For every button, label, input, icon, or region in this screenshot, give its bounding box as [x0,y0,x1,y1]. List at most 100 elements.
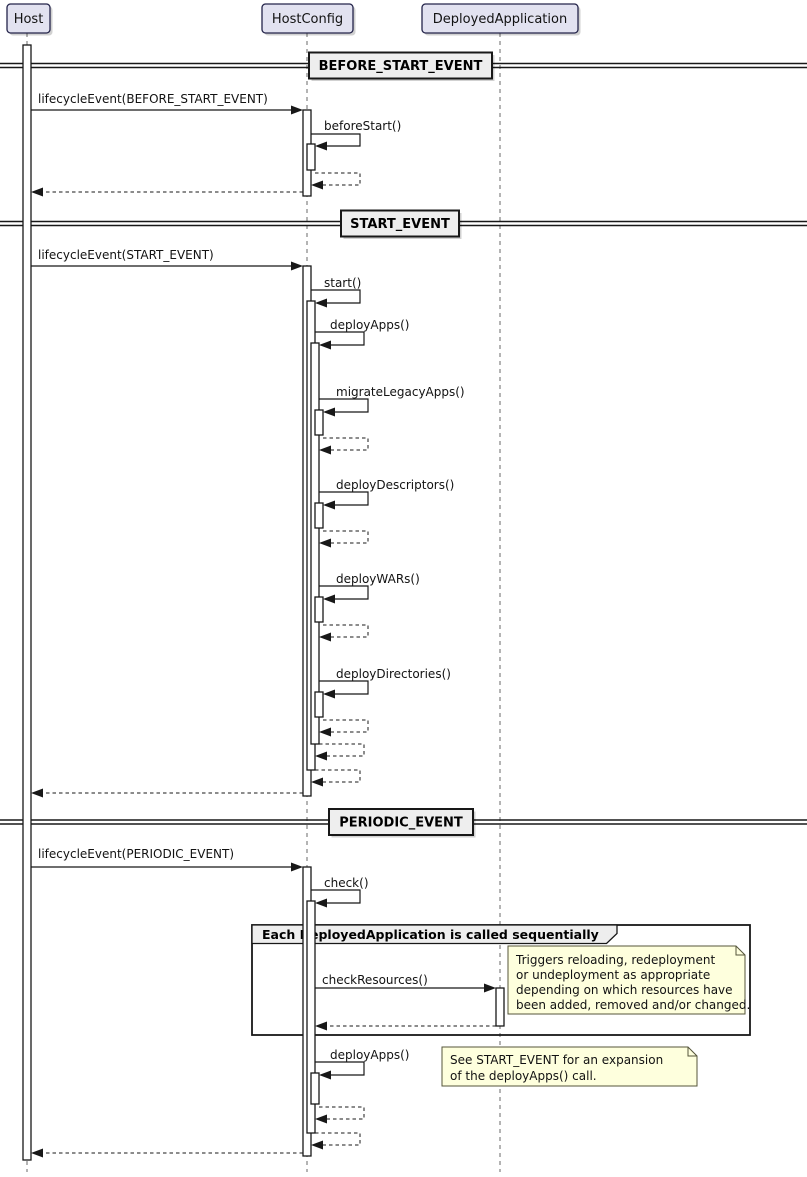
arrowhead-icon [323,594,335,604]
self-return-migratelegacyapps [319,437,369,455]
return-line [323,719,369,733]
arrowhead-icon [291,105,303,115]
self-message-deploydescriptors: deployDescriptors() [319,478,454,510]
divider-periodic-event: PERIODIC_EVENT [0,808,807,838]
activation-deploywars [314,596,324,623]
self-return-check [311,1132,361,1150]
message-line [311,133,361,147]
note-line: depending on which resources have [516,983,733,997]
message-line [311,889,361,904]
self-return-start [311,769,361,787]
arrowhead-icon [31,1148,43,1158]
return-line [323,624,369,638]
arrowhead-icon [319,1070,331,1080]
self-message-deploywars: deployWARs() [319,572,420,604]
divider-box [308,51,493,80]
activation-deployedapplication [495,987,505,1027]
note-body [507,945,746,1015]
self-message-deployapps-2: deployApps() [315,1048,409,1080]
return-line [315,769,361,783]
arrowhead-icon [319,727,331,737]
message-label: deployApps() [330,318,409,332]
note-checkresources: Triggers reloading, redeployment or unde… [507,945,750,1015]
arrowhead-icon [319,632,331,642]
message-label: check() [324,876,369,890]
divider-box [340,209,460,238]
self-message-start: start() [311,276,361,308]
participant-label: HostConfig [272,12,343,27]
divider-box [328,808,474,836]
note-body [441,1046,698,1087]
arrowhead-icon [319,538,331,548]
arrowhead-icon [31,187,43,197]
participant-deployedapplication: DeployedApplication [421,3,581,36]
group-header [251,924,618,945]
message-line [319,491,369,506]
divider-before-start-event: BEFORE_START_EVENT [0,51,807,81]
arrowhead-icon [31,788,43,798]
divider-label: PERIODIC_EVENT [339,816,463,831]
arrowhead-icon [311,1140,323,1150]
arrowhead-icon [311,180,323,190]
message-label: deployDescriptors() [336,478,454,492]
activation-host [22,44,32,1161]
activation-migratelegacyapps [314,409,324,436]
message-lifecycle-periodic: lifecycleEvent(PERIODIC_EVENT) [31,847,303,872]
note-line: Triggers reloading, redeployment [515,953,715,967]
message-line [319,585,369,600]
activation-beforestart [306,143,316,171]
divider-label: BEFORE_START_EVENT [319,59,483,74]
message-label: lifecycleEvent(PERIODIC_EVENT) [38,847,234,861]
note-deployapps: See START_EVENT for an expansion of the … [441,1046,698,1087]
arrowhead-icon [319,340,331,350]
activation-deployapps [310,342,320,745]
arrowhead-icon [315,298,327,308]
self-return-deploydescriptors [319,530,369,548]
participant-hostconfig: HostConfig [261,3,356,36]
arrowhead-icon [315,1021,327,1031]
participant-box [421,3,579,34]
message-label: lifecycleEvent(START_EVENT) [38,248,214,262]
message-line [315,331,365,346]
self-message-migratelegacyapps: migrateLegacyApps() [319,385,465,417]
activation-deployapps-2 [310,1072,320,1105]
message-label: deployApps() [330,1048,409,1062]
arrowhead-icon [315,141,327,151]
message-label: start() [324,276,361,290]
message-lifecycle-before-start: lifecycleEvent(BEFORE_START_EVENT) [31,92,303,115]
return-to-host-1 [31,187,303,197]
arrowhead-icon [291,261,303,271]
activation-deploydirectories [314,691,324,718]
participant-label: DeployedApplication [433,12,567,27]
return-line [319,1106,365,1120]
message-label: deployWARs() [336,572,420,586]
return-line [323,437,369,451]
group-title: Each DeployedApplication is called seque… [262,927,599,942]
group-sequential: Each DeployedApplication is called seque… [251,924,751,1036]
message-label: deployDirectories() [336,667,451,681]
self-message-deploydirectories: deployDirectories() [319,667,451,699]
activation-check [306,900,316,1134]
self-return-beforestart [311,172,361,190]
self-return-deploydirectories [319,719,369,737]
self-message-beforestart: beforeStart() [311,119,401,151]
return-checkresources [315,1021,496,1031]
divider-label: START_EVENT [350,217,450,232]
return-line [315,172,361,186]
participant-host: Host [6,3,53,36]
message-label: beforeStart() [324,119,401,133]
message-label: migrateLegacyApps() [336,385,465,399]
note-line: or undeployment as appropriate [516,968,710,982]
return-to-host-3 [31,1148,303,1158]
return-line [323,530,369,544]
self-return-deploywars [319,624,369,642]
note-line: been added, removed and/or changed. [516,998,750,1012]
return-line [319,743,365,757]
arrowhead-icon [315,751,327,761]
self-return-deployapps-2 [315,1106,365,1124]
message-label: checkResources() [322,973,428,987]
arrowhead-icon [319,445,331,455]
arrowhead-icon [291,862,303,872]
note-line: of the deployApps() call. [450,1069,597,1083]
